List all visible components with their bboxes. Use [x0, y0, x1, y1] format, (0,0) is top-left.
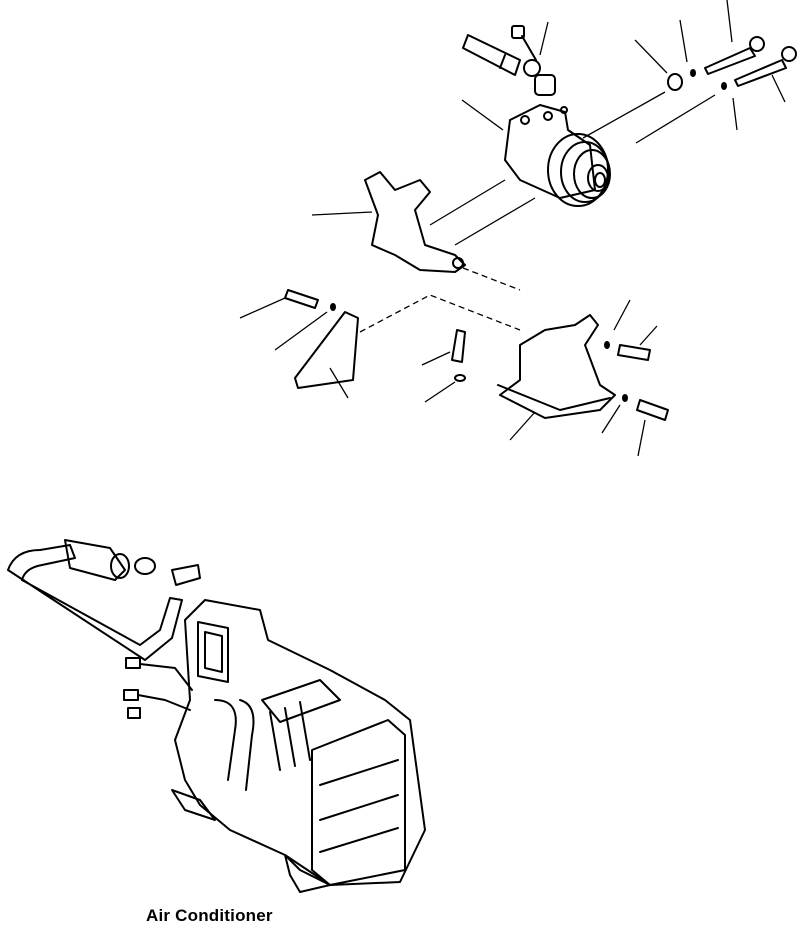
mounting-bracket-lower [497, 314, 616, 441]
air-conditioner-group [7, 539, 426, 893]
fasteners-top [667, 36, 797, 91]
ac-unit-housing [171, 599, 426, 893]
fasteners-lower [239, 289, 669, 457]
figure-caption: Air Conditioner [146, 906, 273, 925]
mounting-bracket-upper [311, 171, 466, 273]
compressor [504, 104, 611, 207]
leader-lines-top [429, 0, 786, 246]
bracket-plate [294, 311, 359, 399]
hose-segment [462, 25, 556, 96]
compressor-group [239, 0, 797, 457]
ac-hose [7, 539, 201, 661]
ac-wiring-connector [123, 657, 193, 719]
